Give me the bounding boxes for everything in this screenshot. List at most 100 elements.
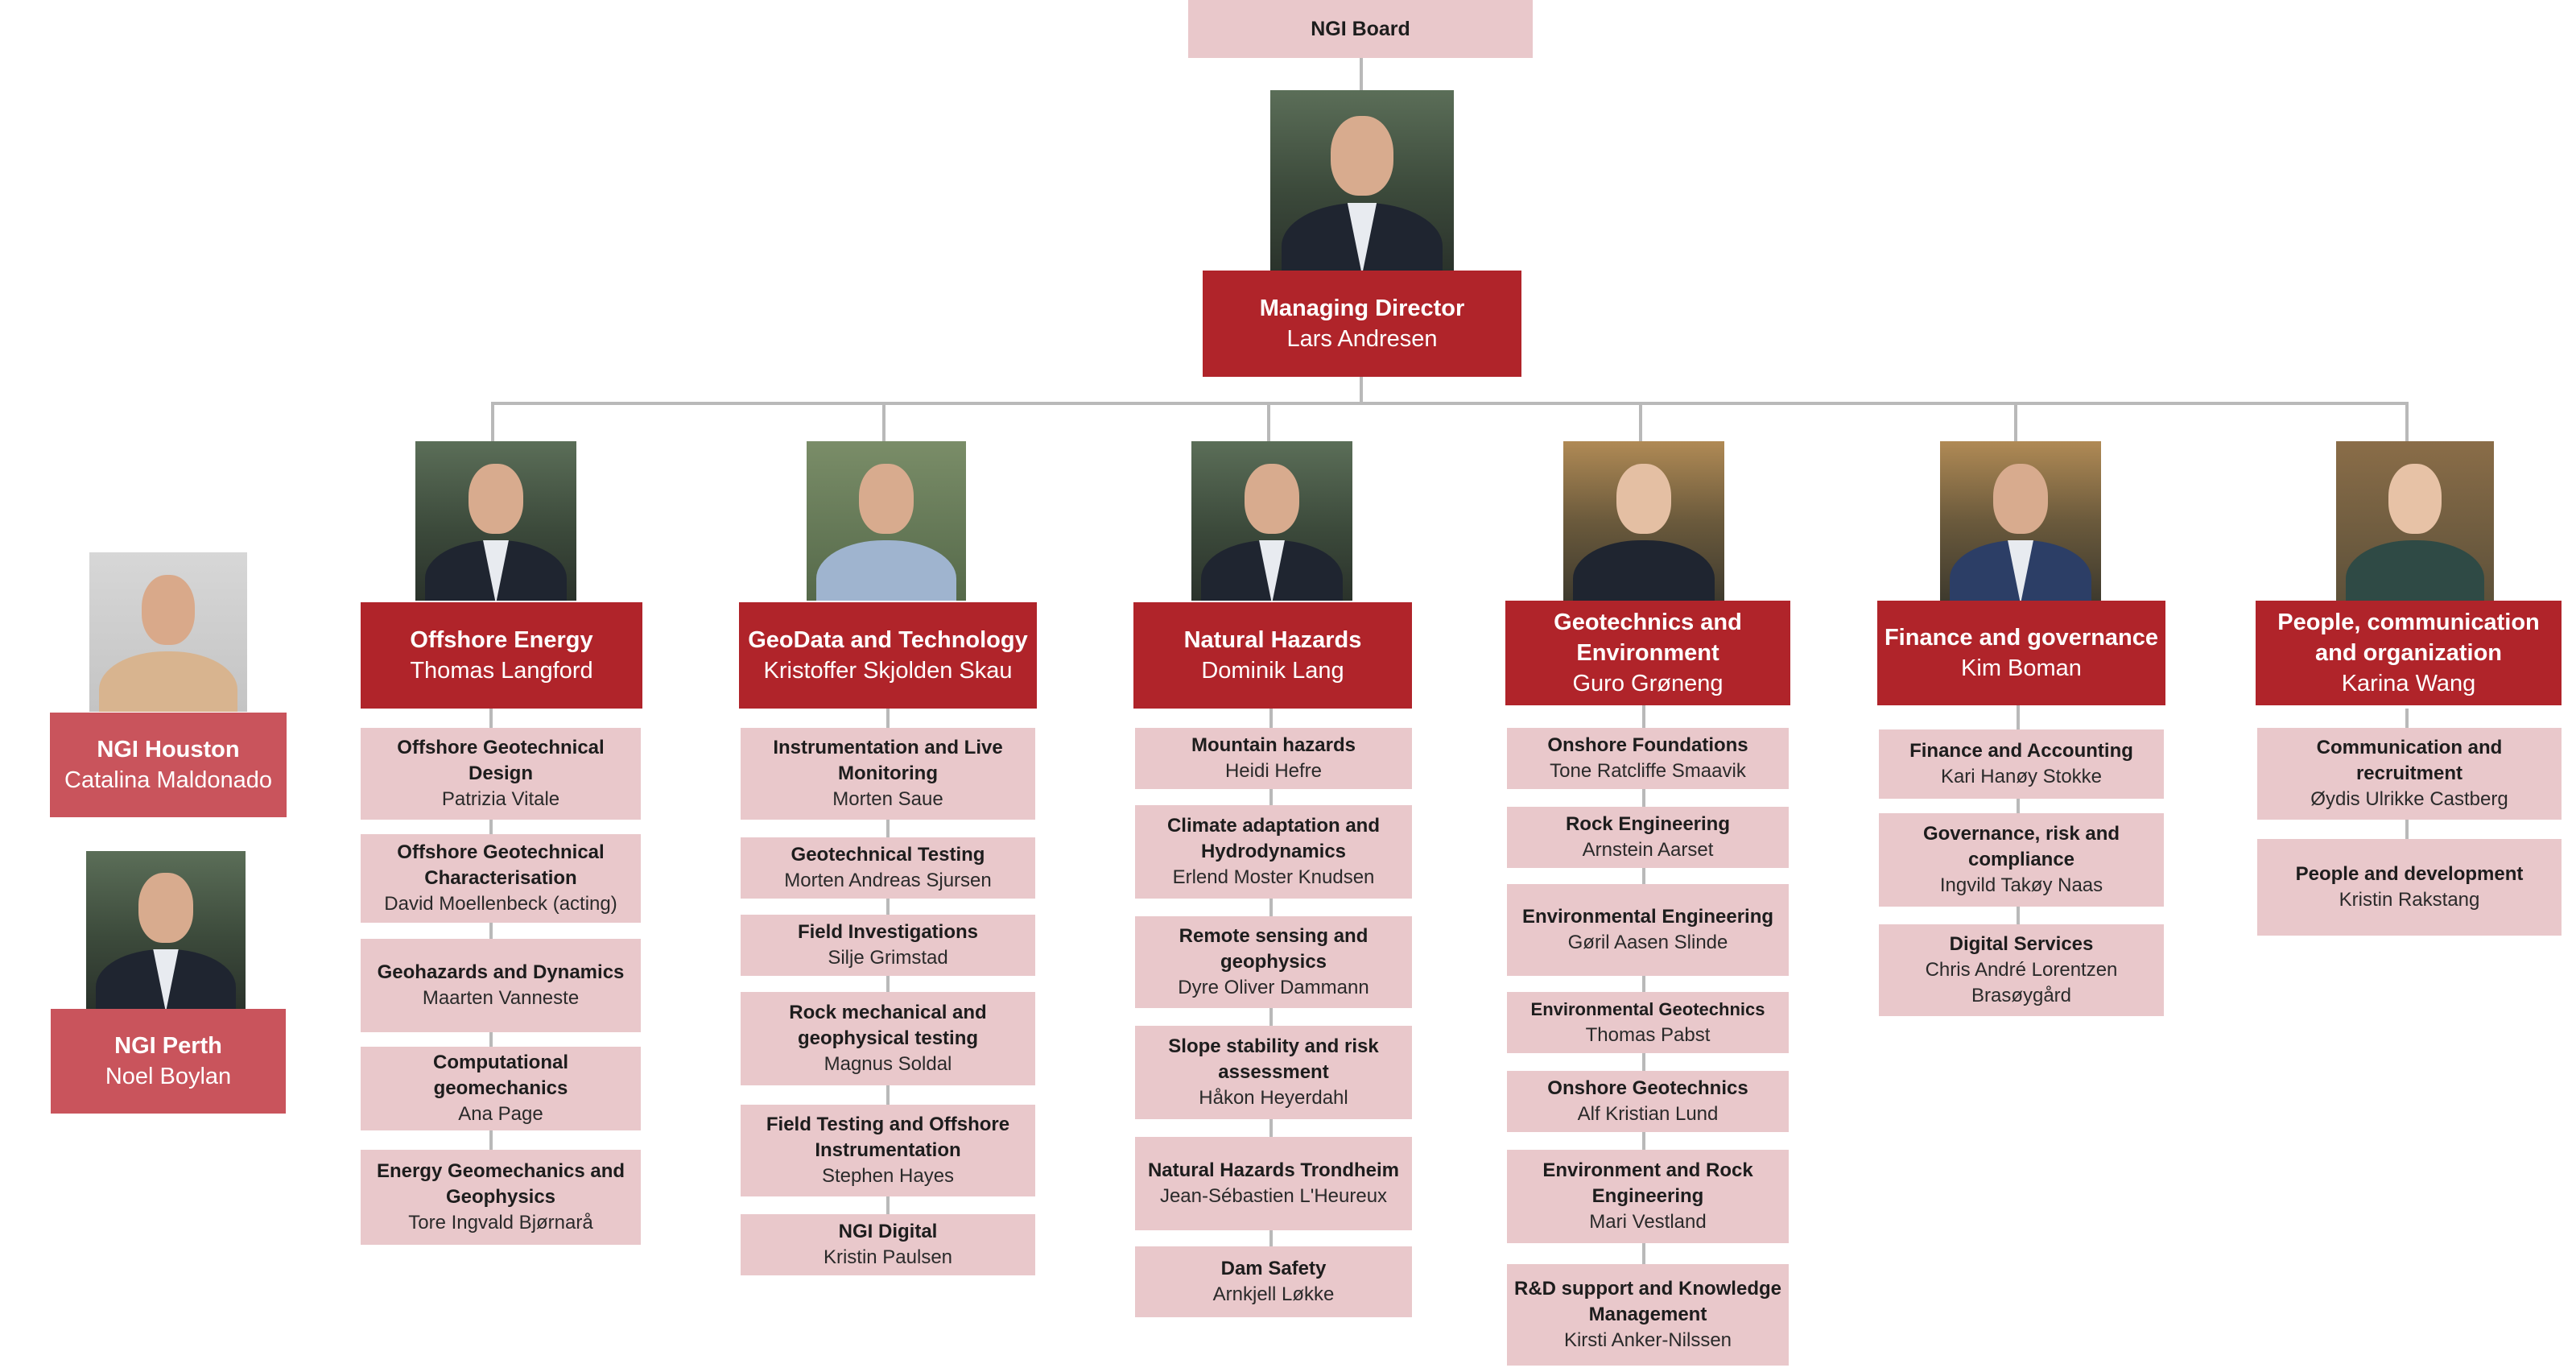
division-title: Offshore Energy: [410, 627, 593, 653]
ngi-board-label: NGI Board: [1311, 17, 1410, 40]
unit-head-name: Ingvild Takøy Naas: [1939, 874, 2103, 896]
md-portrait: [1270, 90, 1454, 271]
unit-title: Environment and Rock Engineering: [1542, 1159, 1753, 1207]
unit-title: Governance, risk and compliance: [1922, 823, 2120, 870]
houston-portrait: [89, 552, 247, 712]
unit-title: Dam Safety: [1220, 1258, 1327, 1279]
unit-title: Mountain hazards: [1191, 734, 1356, 756]
division-head-name: Thomas Langford: [410, 658, 593, 684]
unit-head-name: Jean-Sébastien L'Heureux: [1159, 1185, 1388, 1207]
unit-title: Rock Engineering: [1565, 813, 1731, 835]
unit-head-name: Ana Page: [458, 1103, 543, 1125]
connector-drop-3: [1267, 402, 1270, 442]
ngi-board-box: NGI Board: [1188, 0, 1533, 58]
unit-head-name: Alf Kristian Lund: [1577, 1103, 1719, 1125]
unit-title: Natural Hazards Trondheim: [1147, 1159, 1400, 1181]
unit-head-name: Kristin Paulsen: [823, 1246, 953, 1268]
division-head-name: Dominik Lang: [1201, 658, 1344, 684]
division-head-portrait: [2336, 441, 2494, 601]
unit-title: Environmental Engineering: [1521, 906, 1774, 928]
unit-title: Environmental Geotechnics: [1530, 999, 1765, 1019]
division-head-portrait: [1940, 441, 2101, 601]
division-box-natural-hazards: Natural Hazards Dominik Lang: [1133, 602, 1412, 709]
unit-head-name: Kari Hanøy Stokke: [1940, 766, 2103, 787]
division-title: People, communication and organization: [2277, 610, 2540, 666]
unit-head-name: Tore Ingvald Bjørnarå: [408, 1212, 593, 1234]
unit-head-name: Maarten Vanneste: [422, 987, 580, 1009]
unit-box: Field Testing and Offshore Instrumentati…: [741, 1105, 1035, 1196]
unit-title: Field Testing and Offshore Instrumentati…: [766, 1114, 1010, 1161]
unit-title: NGI Digital: [838, 1221, 938, 1242]
connector-board-md: [1360, 58, 1363, 90]
unit-title: Energy Geomechanics and Geophysics: [376, 1160, 625, 1208]
division-box-people-communication-and-organization: People, communication and organization K…: [2256, 601, 2562, 705]
unit-head-name: Morten Andreas Sjursen: [784, 870, 992, 891]
division-title: Natural Hazards: [1183, 627, 1362, 653]
division-head-portrait: [415, 441, 576, 601]
unit-title: Geohazards and Dynamics: [377, 961, 625, 983]
unit-title: Instrumentation and Live Monitoring: [773, 737, 1003, 784]
division-head-name: Guro Grøneng: [1572, 671, 1724, 696]
unit-head-name: Thomas Pabst: [1585, 1024, 1711, 1046]
unit-head-name: Magnus Soldal: [824, 1053, 952, 1075]
unit-head-name: Arnkjell Løkke: [1212, 1283, 1335, 1305]
unit-head-name: Heidi Hefre: [1224, 760, 1323, 782]
division-box-geotechnics-and-environment: Geotechnics and Environment Guro Grøneng: [1505, 601, 1790, 705]
unit-head-name: Øydis Ulrikke Castberg: [2310, 788, 2508, 810]
unit-title: Slope stability and risk assessment: [1168, 1035, 1379, 1083]
unit-head-name: Erlend Moster Knudsen: [1172, 866, 1375, 888]
unit-head-name: Tone Ratcliffe Smaavik: [1550, 760, 1746, 782]
unit-head-name: Chris André Lorentzen Brasøygård: [1925, 959, 2118, 1006]
unit-head-name: Kirsti Anker-Nilssen: [1563, 1329, 1732, 1351]
unit-title: Onshore Foundations: [1547, 734, 1748, 756]
unit-head-name: David Moellenbeck (acting): [384, 893, 617, 915]
division-box-offshore-energy: Offshore Energy Thomas Langford: [361, 602, 642, 709]
side-unit-title: NGI Perth: [114, 1033, 222, 1059]
unit-head-name: Stephen Hayes: [821, 1165, 955, 1187]
division-head-name: Karina Wang: [2341, 671, 2476, 696]
division-box-finance-and-governance: Finance and governance Kim Boman: [1877, 601, 2165, 705]
md-name: Lars Andresen: [1286, 326, 1438, 352]
unit-head-name: Morten Saue: [832, 788, 943, 810]
unit-title: Climate adaptation and Hydrodynamics: [1166, 815, 1381, 862]
unit-title: Computational geomechanics: [433, 1052, 568, 1099]
unit-head-name: Kristin Rakstang: [2339, 889, 2480, 911]
division-title: Finance and governance: [1884, 625, 2159, 651]
unit-head-name: Håkon Heyerdahl: [1199, 1087, 1348, 1109]
unit-head-name: Mari Vestland: [1589, 1211, 1707, 1233]
unit-title: Onshore Geotechnics: [1547, 1077, 1748, 1099]
unit-title: R&D support and Knowledge Management: [1514, 1278, 1781, 1325]
connector-drop-4: [1639, 402, 1642, 442]
unit-title: Remote sensing and geophysics: [1179, 925, 1368, 973]
connector-horizontal-bus: [491, 402, 2409, 405]
connector-drop-2: [882, 402, 886, 442]
unit-head-name: Gøril Aasen Slinde: [1567, 932, 1728, 953]
division-head-portrait: [807, 441, 966, 601]
unit-head-name: Arnstein Aarset: [1582, 839, 1714, 861]
unit-title: Geotechnical Testing: [791, 844, 985, 866]
unit-title: Digital Services: [1949, 933, 2094, 955]
ngi-perth-box: NGI Perth Noel Boylan: [51, 1009, 286, 1114]
connector-md-bus: [1360, 377, 1363, 404]
